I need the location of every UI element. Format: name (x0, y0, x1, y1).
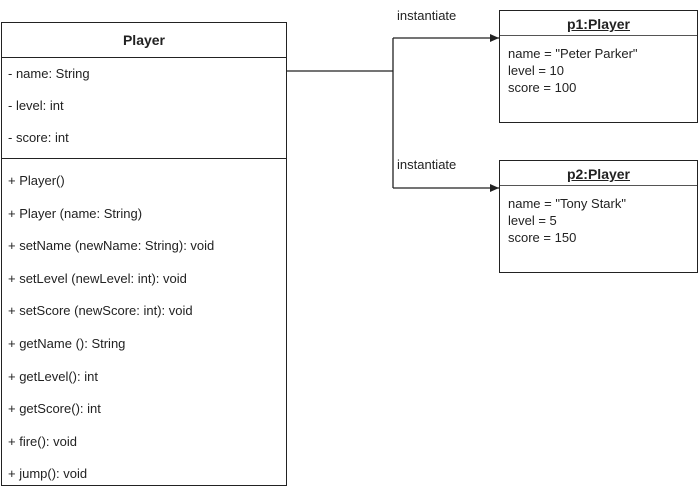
object-p1: p1:Player name = "Peter Parker" level = … (499, 10, 698, 123)
edge-label-p2: instantiate (397, 157, 457, 172)
object-p1-field-level: level = 10 (508, 63, 565, 78)
object-p2: p2:Player name = "Tony Stark" level = 5 … (499, 160, 698, 273)
object-p2-fields: name = "Tony Stark" level = 5 score = 15… (500, 186, 697, 246)
object-p1-fields: name = "Peter Parker" level = 10 score =… (500, 36, 697, 96)
method-set-score: + setScore (newScore: int): void (8, 303, 193, 319)
class-name: Player (2, 23, 286, 58)
method-player-constructor: + Player() (8, 173, 65, 188)
object-p2-title: p2:Player (500, 161, 697, 186)
edge-label-p1: instantiate (397, 8, 457, 23)
method-get-score: + getScore(): int (8, 401, 101, 417)
object-p1-field-name: name = "Peter Parker" (508, 46, 638, 61)
class-attributes: - name: String - level: int - score: int (2, 58, 286, 159)
method-player-constructor-name: + Player (name: String) (8, 205, 143, 221)
object-p2-field-name: name = "Tony Stark" (508, 196, 626, 211)
attribute-score: - score: int (8, 130, 69, 145)
object-p2-field-level: level = 5 (508, 213, 557, 228)
method-set-level: + setLevel (newLevel: int): void (8, 270, 187, 286)
attribute-level: - level: int (8, 98, 64, 113)
method-set-name: + setName (newName: String): void (8, 238, 215, 254)
class-player: Player - name: String - level: int - sco… (1, 22, 287, 486)
method-get-level: + getLevel(): int (8, 368, 98, 384)
object-p2-field-score: score = 150 (508, 230, 577, 245)
method-jump: + jump(): void (8, 466, 88, 482)
attribute-name: - name: String (8, 66, 90, 81)
method-fire: + fire(): void (8, 433, 77, 449)
class-methods: + Player() + Player (name: String) + set… (2, 159, 286, 491)
object-p1-field-score: score = 100 (508, 80, 577, 95)
object-p1-title: p1:Player (500, 11, 697, 36)
method-get-name: + getName (): String (8, 335, 126, 351)
